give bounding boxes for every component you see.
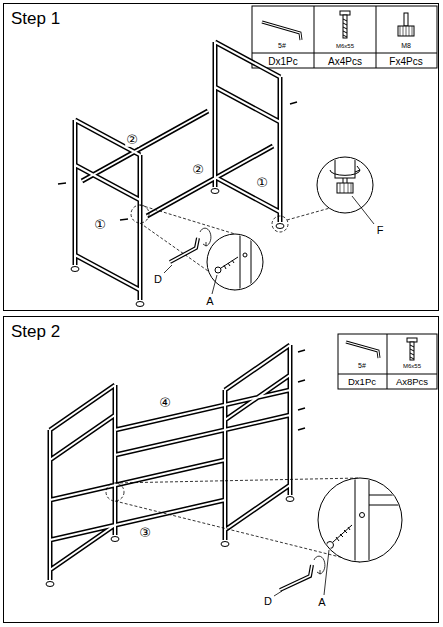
- callout-number: ①: [255, 176, 269, 190]
- table-cell: Ax4Pcs: [327, 56, 363, 67]
- desk-frame: [50, 42, 290, 580]
- callout-number: ①: [93, 218, 107, 232]
- table-cell: Dx1Pc: [267, 56, 298, 67]
- step-panel: Step 1: [3, 3, 439, 311]
- table-cell: Fx4Pcs: [388, 56, 423, 67]
- table-cell: 5#: [277, 42, 287, 50]
- part-letter: F: [376, 224, 385, 236]
- part-letter: A: [317, 596, 326, 608]
- leveling-feet: [46, 189, 294, 587]
- table-cell: 5#: [357, 362, 367, 370]
- detail-foot: [330, 150, 360, 193]
- table-cell: Ax8Pcs: [395, 377, 429, 387]
- step-panel: Step 2: [3, 316, 439, 623]
- detail-joint: [327, 470, 411, 570]
- step-heading: Step 2: [11, 323, 60, 342]
- step-heading: Step 1: [11, 10, 60, 29]
- screw-marks: [58, 102, 305, 430]
- table-cell: M6x55: [335, 43, 355, 50]
- allen-key: [170, 228, 325, 590]
- table-cell: Dx1Pc: [347, 377, 377, 387]
- callout-number: ③: [138, 526, 152, 540]
- callout-number: ②: [191, 163, 205, 177]
- part-letter: D: [153, 273, 163, 285]
- table-cell: M8: [400, 42, 412, 50]
- leader-lines: [164, 196, 374, 596]
- detail-joint: [215, 230, 251, 295]
- callout-number: ②: [125, 133, 139, 147]
- part-letter: A: [205, 295, 214, 307]
- part-letter: D: [263, 595, 273, 607]
- callout-number: ④: [158, 396, 172, 410]
- detail-circle: [318, 478, 402, 562]
- table-cell: M6x55: [402, 363, 422, 370]
